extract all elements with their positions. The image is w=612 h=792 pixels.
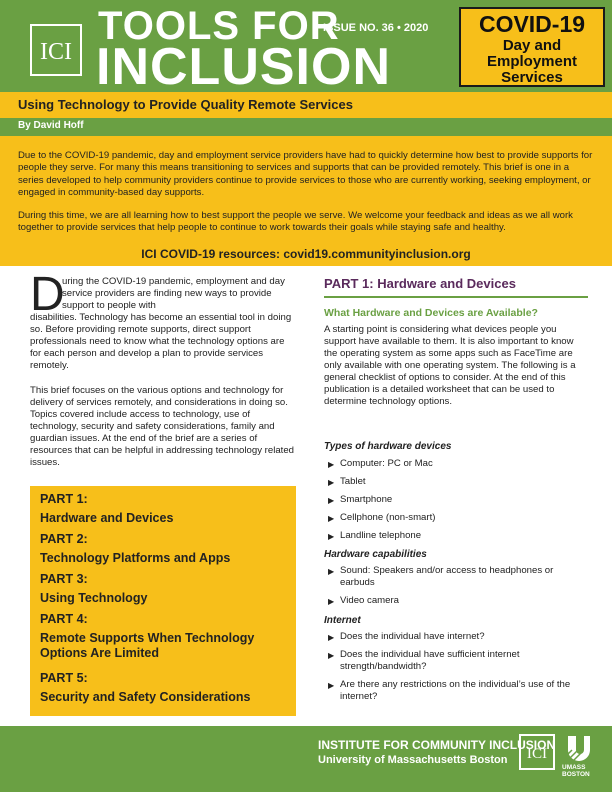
issue-number: ISSUE NO. 36 • 2020 [323,22,429,34]
internet-heading: Internet [324,615,361,626]
bullet-arrow-icon: ▶ [328,567,335,576]
list-item: ▶Are there any restrictions on the indiv… [328,679,571,702]
toc-part-title[interactable]: Hardware and Devices [40,511,174,525]
masthead-title-line1: TOOLS FOR [98,4,340,48]
covid-badge-subtitle: Day and Employment Services [486,37,577,86]
bullet-arrow-icon: ▶ [328,460,335,469]
toc-part-title[interactable]: Remote Supports When Technology Options … [40,631,255,660]
bullet-arrow-icon: ▶ [328,651,335,660]
toc-part-label: PART 1: [40,492,88,506]
capabilities-heading: Hardware capabilities [324,549,427,560]
toc-part-title[interactable]: Using Technology [40,591,148,605]
svg-text:ICI: ICI [527,746,547,762]
author-byline: By David Hoff [18,120,84,131]
footer-institute-name: INSTITUTE FOR COMMUNITY INCLUSION [318,738,556,752]
toc-part-title[interactable]: Technology Platforms and Apps [40,551,231,565]
ici-logo: ICI [30,24,82,76]
left-paragraph-2: This brief focuses on the various option… [30,385,294,468]
intro-paragraph-2: During this time, we are all learning ho… [18,210,573,234]
umass-boston-logo-icon [562,732,594,778]
list-item: ▶Smartphone [328,494,393,505]
toc-part-label: PART 4: [40,612,88,626]
footer-bar [0,726,612,792]
section-divider [324,296,588,298]
left-paragraph-1-rest: disabilities. Technology has become an e… [30,312,292,371]
list-item: ▶Video camera [328,595,400,606]
left-paragraph-1-start: uring the COVID-19 pandemic, employment … [62,276,285,311]
bullet-arrow-icon: ▶ [328,633,335,642]
subtitle-bar [0,92,612,118]
intro-box [0,136,612,266]
section-heading: PART 1: Hardware and Devices [324,276,516,291]
covid-badge-title: COVID-19 [478,11,586,37]
toc-part-label: PART 5: [40,671,88,685]
list-item: ▶Cellphone (non-smart) [328,512,436,523]
types-heading: Types of hardware devices [324,441,452,452]
section-subheading: What Hardware and Devices are Available? [324,307,538,319]
bullet-arrow-icon: ▶ [328,496,335,505]
toc-part-title[interactable]: Security and Safety Considerations [40,690,251,704]
svg-text:ICI: ICI [40,39,72,65]
toc-part-label: PART 2: [40,532,88,546]
author-bar [0,118,612,136]
intro-paragraph-1: Due to the COVID-19 pandemic, day and em… [18,150,593,199]
bullet-arrow-icon: ▶ [328,478,335,487]
resources-link[interactable]: ICI COVID-19 resources: covid19.communit… [141,247,471,261]
bullet-arrow-icon: ▶ [328,597,335,606]
bullet-arrow-icon: ▶ [328,514,335,523]
bullet-arrow-icon: ▶ [328,532,335,541]
list-item: ▶Does the individual have internet? [328,631,485,642]
bullet-arrow-icon: ▶ [328,681,335,690]
masthead-title-line2: INCLUSION [96,38,391,96]
drop-cap: D [30,268,65,321]
footer-ici-logo: ICI [519,734,555,770]
list-item: ▶Tablet [328,476,366,487]
document-subtitle: Using Technology to Provide Quality Remo… [18,97,353,112]
table-of-contents-box [30,486,296,716]
list-item: ▶Computer: PC or Mac [328,458,433,469]
umass-boston-wordmark: UMASS BOSTON [562,764,590,778]
list-item: ▶Landline telephone [328,530,422,541]
footer-university-name: University of Massachusetts Boston [318,754,508,766]
covid-badge: COVID-19 Day and Employment Services [459,7,605,87]
list-item: ▶Does the individual have sufficient int… [328,649,520,672]
right-paragraph-1: A starting point is considering what dev… [324,324,576,407]
list-item: ▶Sound: Speakers and/or access to headph… [328,565,554,588]
toc-part-label: PART 3: [40,572,88,586]
